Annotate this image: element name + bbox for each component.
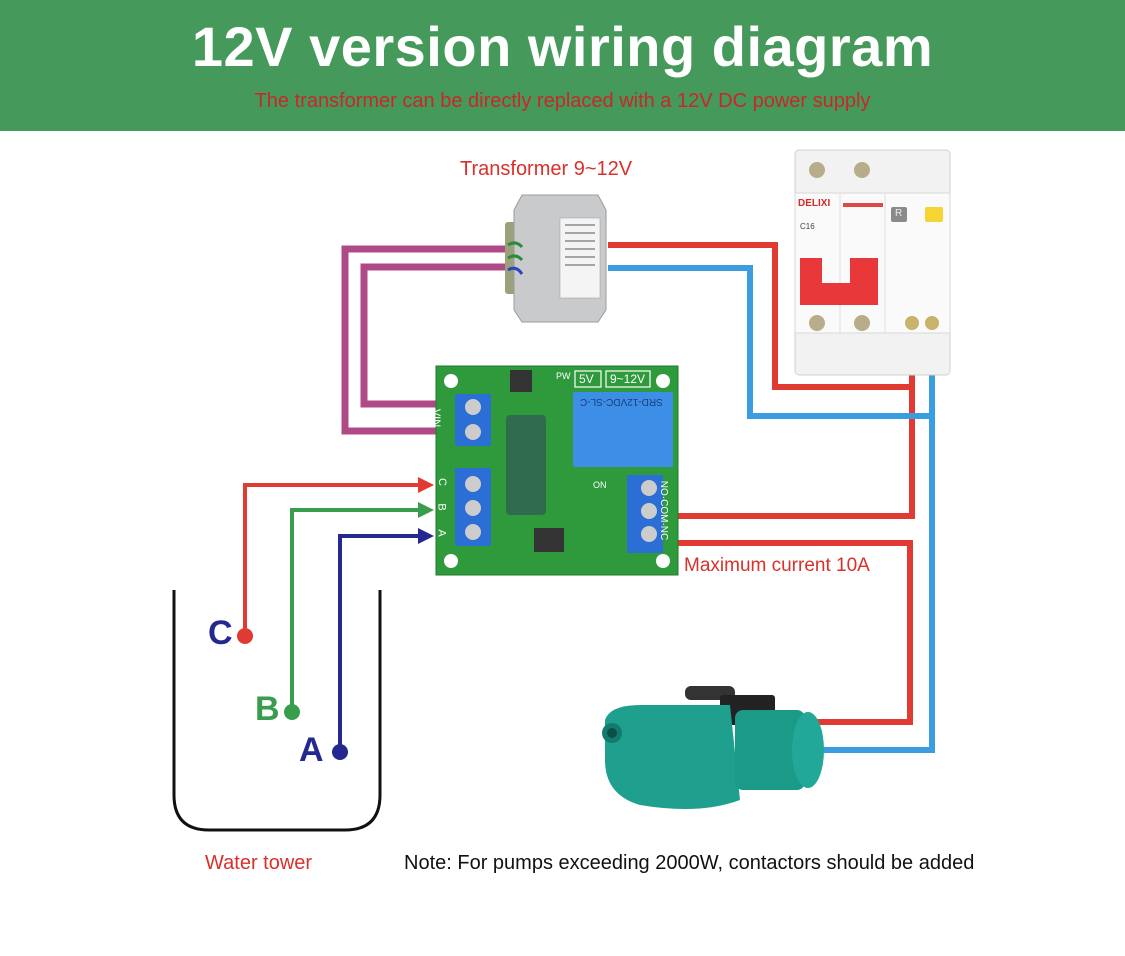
header-banner: 12V version wiring diagram The transform… (0, 0, 1125, 131)
breaker-rating: C16 (800, 222, 815, 231)
wire-blue (608, 265, 935, 753)
transformer-icon (505, 194, 607, 323)
probe-arrows (418, 477, 434, 544)
probe-c-tip (237, 628, 253, 644)
wire-red (608, 242, 915, 725)
breaker-brand: DELIXI (798, 198, 831, 209)
vin-label: VIN (430, 408, 443, 428)
water-tower-label: Water tower (205, 852, 313, 874)
pw-label: PW (556, 371, 571, 381)
circuit-breaker-icon (794, 149, 951, 376)
relay-board (435, 365, 679, 576)
led-on-label: ON (593, 480, 607, 490)
probe-letter-b: B (255, 690, 280, 728)
relay-model: SRD-12VDC-SL-C (580, 396, 663, 407)
probe-wires (243, 483, 425, 752)
probe-letter-a: A (299, 731, 324, 769)
page-subtitle: The transformer can be directly replaced… (254, 90, 871, 112)
input-label-c: C (435, 478, 448, 486)
wire-transformer-vin (341, 245, 508, 435)
water-pump-icon (602, 686, 824, 809)
arrow-b (418, 502, 434, 518)
breaker-test-button: R (895, 208, 903, 219)
input-label-a: A (435, 529, 448, 537)
output-label: NO·COM·NC (658, 480, 670, 541)
page-title: 12V version wiring diagram (191, 15, 934, 78)
jumper-12v-label: 9~12V (610, 372, 646, 386)
transformer-label: Transformer 9~12V (460, 158, 633, 180)
max-current-label: Maximum current 10A (684, 555, 870, 576)
water-tower-outline (172, 590, 382, 832)
arrow-c (418, 477, 434, 493)
probe-b-tip (284, 704, 300, 720)
probe-letter-c: C (208, 614, 233, 652)
arrow-a (418, 528, 434, 544)
jumper-5v-label: 5V (579, 372, 594, 386)
note-text: Note: For pumps exceeding 2000W, contact… (404, 852, 975, 874)
probe-a-tip (332, 744, 348, 760)
input-label-b: B (435, 503, 448, 511)
